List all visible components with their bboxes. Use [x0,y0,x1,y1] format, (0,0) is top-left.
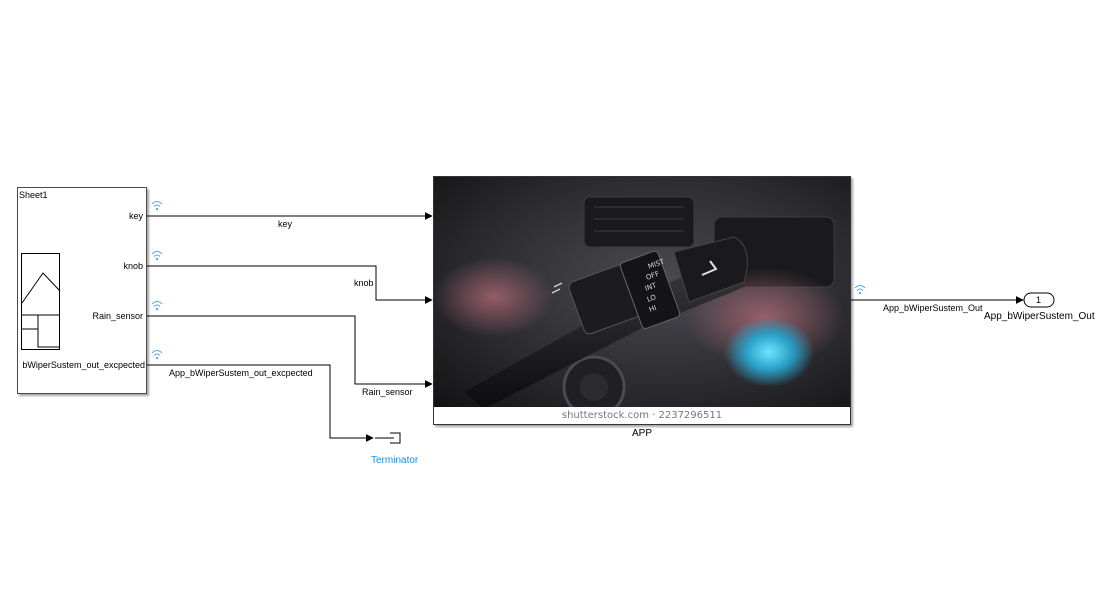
signal-label-knob[interactable]: knob [354,278,374,288]
wifi-icon [151,350,163,360]
sheet1-title: Sheet1 [19,190,48,200]
signal-editor-icon [21,253,61,350]
wiper-stalk-photo: MIST OFF INT LO HI [434,177,850,409]
outport-number: 1 [1036,295,1042,305]
svg-text:LO: LO [646,293,658,304]
port-label-knob: knob [123,261,143,271]
signal-label-key[interactable]: key [278,219,293,229]
wifi-icon [151,251,163,261]
line-knob[interactable] [147,265,433,304]
wifi-icon [854,285,866,295]
svg-text:INT: INT [644,281,658,293]
signal-label-out[interactable]: App_bWiperSustem_Out [883,303,983,313]
signal-label-expected[interactable]: App_bWiperSustem_out_excpected [169,368,313,378]
svg-text:HI: HI [648,304,658,314]
wifi-icon [151,301,163,311]
app-block-name[interactable]: APP [632,428,653,439]
line-rain-sensor[interactable] [147,315,433,388]
sheet1-block[interactable]: Sheet1 key knob Rain_sensor bWiperSustem… [17,187,147,394]
outport-symbol[interactable] [1023,292,1055,308]
signal-label-rain-sensor[interactable]: Rain_sensor [362,387,413,397]
terminator-name[interactable]: Terminator [371,455,419,466]
line-expected[interactable] [147,364,374,442]
app-block[interactable]: MIST OFF INT LO HI shutterstock.com · 22… [433,176,851,425]
wifi-icon [151,201,163,211]
terminator-symbol[interactable] [375,432,401,444]
outport-name[interactable]: App_bWiperSustem_Out [984,311,1095,322]
port-label-key: key [128,211,143,221]
port-label-rain-sensor: Rain_sensor [92,311,143,321]
photo-caption: shutterstock.com · 2237296511 [434,407,850,424]
port-label-expected: bWiperSustem_out_excpected [22,360,145,370]
